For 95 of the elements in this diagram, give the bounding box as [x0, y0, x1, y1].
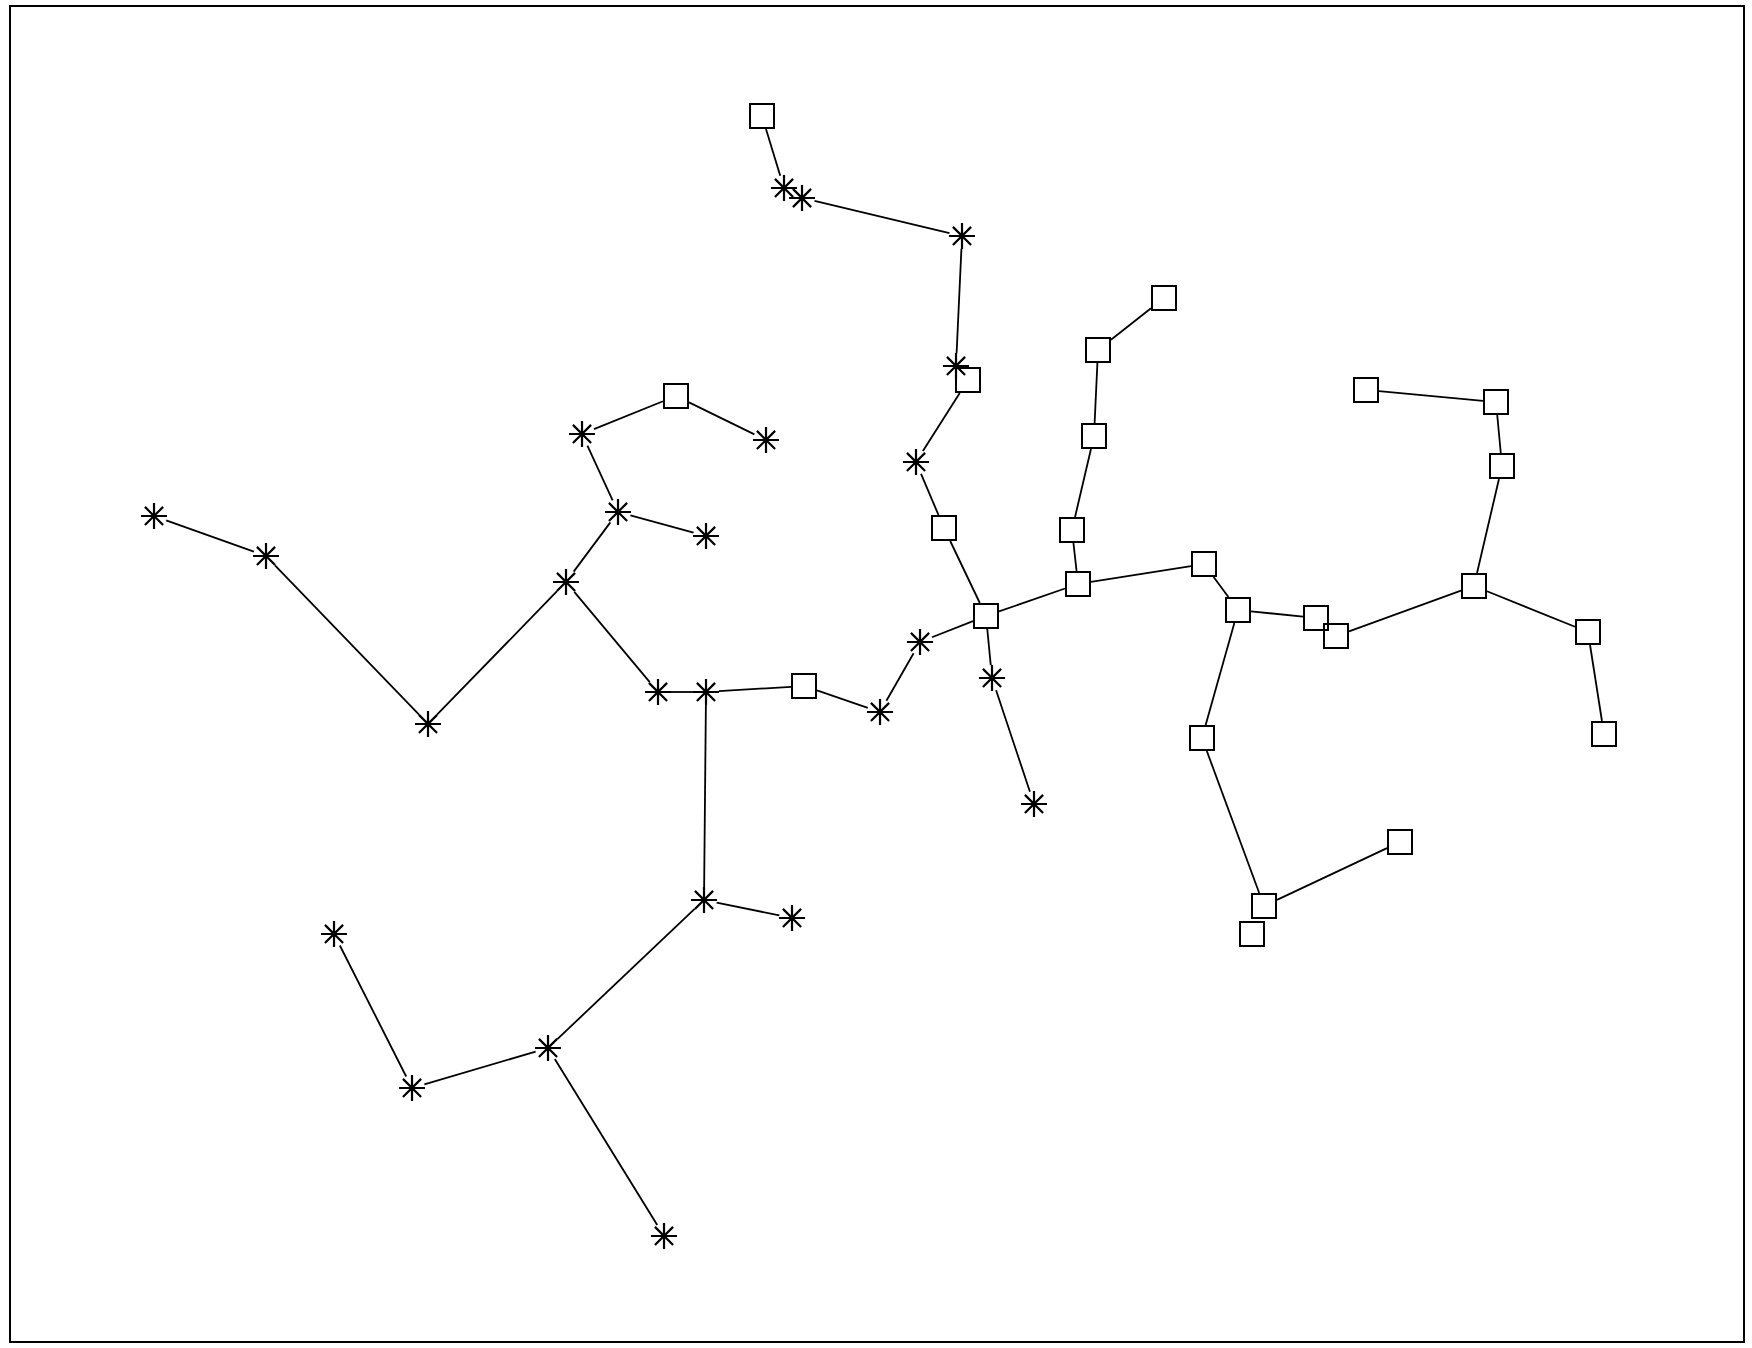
square-marker	[1225, 597, 1251, 623]
connector-line	[586, 444, 614, 502]
square-marker	[791, 673, 817, 699]
connector-line	[765, 128, 782, 177]
connector-line	[715, 901, 781, 917]
connector-line	[949, 540, 981, 604]
connector-line	[1250, 610, 1304, 618]
square-marker	[663, 383, 689, 409]
connector-line	[338, 944, 408, 1078]
asterisk-marker	[567, 419, 597, 449]
connector-line	[998, 587, 1066, 613]
connector-line	[1476, 478, 1500, 574]
square-marker	[1461, 573, 1487, 599]
connector-line	[553, 1058, 659, 1226]
asterisk-marker	[787, 183, 817, 213]
connector-line	[922, 392, 961, 452]
asterisk-marker	[413, 709, 443, 739]
connector-line	[955, 248, 963, 354]
asterisk-marker	[139, 501, 169, 531]
connector-line	[593, 400, 664, 431]
connector-line	[1204, 622, 1236, 726]
asterisk-marker	[551, 567, 581, 597]
square-marker	[1353, 377, 1379, 403]
connector-line	[1378, 390, 1484, 402]
connector-line	[718, 685, 792, 693]
connector-line	[556, 907, 696, 1040]
square-marker	[1251, 893, 1277, 919]
asterisk-marker	[603, 497, 633, 527]
square-marker	[1081, 423, 1107, 449]
connector-line	[436, 590, 558, 716]
square-marker	[1323, 623, 1349, 649]
square-marker	[1303, 605, 1329, 631]
connector-line	[1205, 750, 1261, 894]
square-marker	[1575, 619, 1601, 645]
connector-line	[816, 689, 869, 709]
square-marker	[1151, 285, 1177, 311]
connector-line	[1212, 576, 1230, 598]
square-marker	[1059, 517, 1085, 543]
square-marker	[1483, 389, 1509, 415]
square-marker	[1591, 721, 1617, 747]
connector-line	[1093, 362, 1099, 424]
asterisk-marker	[865, 697, 895, 727]
connector-line	[885, 652, 915, 702]
connector-line	[1486, 590, 1576, 628]
square-marker	[749, 103, 775, 129]
asterisk-marker	[691, 521, 721, 551]
connector-line	[1074, 448, 1092, 518]
connector-line	[1348, 589, 1462, 633]
connector-line	[1589, 644, 1603, 722]
asterisk-marker	[251, 541, 281, 571]
connector-line	[813, 200, 951, 234]
asterisk-marker	[649, 1221, 679, 1251]
square-marker	[1239, 921, 1265, 947]
connector-line	[572, 521, 612, 573]
connector-line	[1496, 414, 1502, 454]
square-marker	[1489, 453, 1515, 479]
asterisk-marker	[751, 425, 781, 455]
asterisk-marker	[643, 677, 673, 707]
square-marker	[973, 603, 999, 629]
square-marker	[1387, 829, 1413, 855]
connector-line	[629, 514, 695, 534]
square-marker	[931, 515, 957, 541]
asterisk-marker	[947, 221, 977, 251]
square-marker	[1065, 571, 1091, 597]
asterisk-marker	[319, 919, 349, 949]
asterisk-marker	[533, 1033, 563, 1063]
asterisk-marker	[777, 903, 807, 933]
connector-line	[920, 472, 940, 516]
connector-line	[688, 401, 756, 436]
asterisk-marker	[689, 885, 719, 915]
connector-line	[986, 628, 992, 667]
asterisk-marker	[905, 627, 935, 657]
connector-line	[1276, 847, 1388, 901]
asterisk-marker	[1019, 789, 1049, 819]
connector-line	[1090, 565, 1192, 583]
asterisk-marker	[769, 173, 799, 203]
connector-line	[573, 591, 651, 683]
asterisk-marker	[691, 677, 721, 707]
square-marker	[1085, 337, 1111, 363]
asterisk-marker	[901, 447, 931, 477]
connector-line	[995, 689, 1031, 793]
connector-line	[931, 620, 974, 639]
connector-line	[703, 704, 707, 888]
square-marker	[955, 367, 981, 393]
connector-line	[1072, 542, 1078, 572]
connector-line	[274, 564, 420, 716]
connector-line	[1110, 307, 1152, 341]
connector-line	[670, 691, 694, 693]
asterisk-marker	[977, 663, 1007, 693]
asterisk-marker	[397, 1073, 427, 1103]
connector-line	[165, 519, 255, 553]
square-marker	[1191, 551, 1217, 577]
square-marker	[1189, 725, 1215, 751]
asterisk-marker	[941, 351, 971, 381]
connector-line	[423, 1050, 537, 1086]
